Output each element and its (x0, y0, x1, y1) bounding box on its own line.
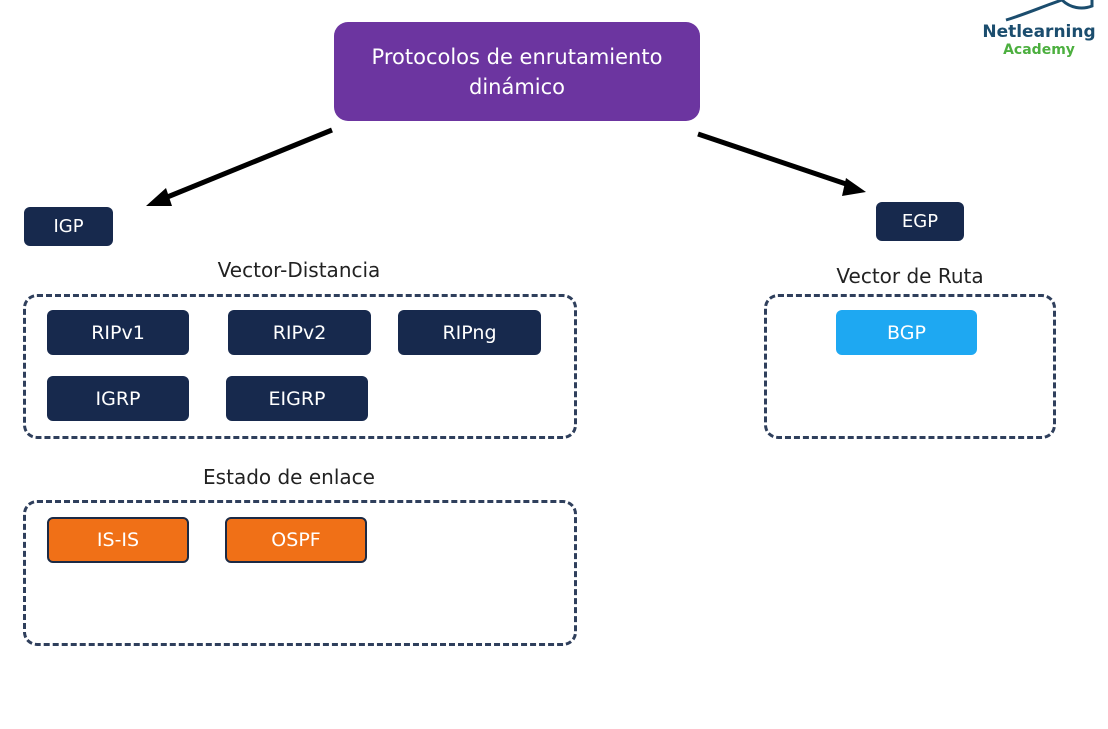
logo-line1: Netlearning (982, 22, 1096, 42)
protocol-ripv2: RIPv2 (228, 310, 371, 355)
group-title-vector-ruta: Vector de Ruta (836, 264, 984, 288)
arrow-to-igp (146, 127, 333, 206)
protocol-ripng: RIPng (398, 310, 541, 355)
group-vector-distancia (23, 294, 577, 439)
group-vector-ruta (764, 294, 1056, 439)
logo-wave-icon (1005, 0, 1094, 22)
protocol-ospf: OSPF (225, 517, 367, 563)
protocol-bgp: BGP (836, 310, 977, 355)
protocol-ripv1: RIPv1 (47, 310, 189, 355)
logo: Netlearning Academy (974, 0, 1104, 64)
root-node: Protocolos de enrutamiento dinámico (334, 22, 700, 121)
logo-line2: Academy (1003, 42, 1075, 58)
igp-label: IGP (24, 207, 113, 246)
group-title-vector-distancia: Vector-Distancia (217, 258, 381, 282)
group-title-estado-enlace: Estado de enlace (203, 465, 375, 489)
protocol-igrp: IGRP (47, 376, 189, 421)
protocol-is-is: IS-IS (47, 517, 189, 563)
protocol-eigrp: EIGRP (226, 376, 368, 421)
arrow-to-egp (697, 131, 866, 196)
egp-label: EGP (876, 202, 964, 241)
group-estado-enlace (23, 500, 577, 646)
